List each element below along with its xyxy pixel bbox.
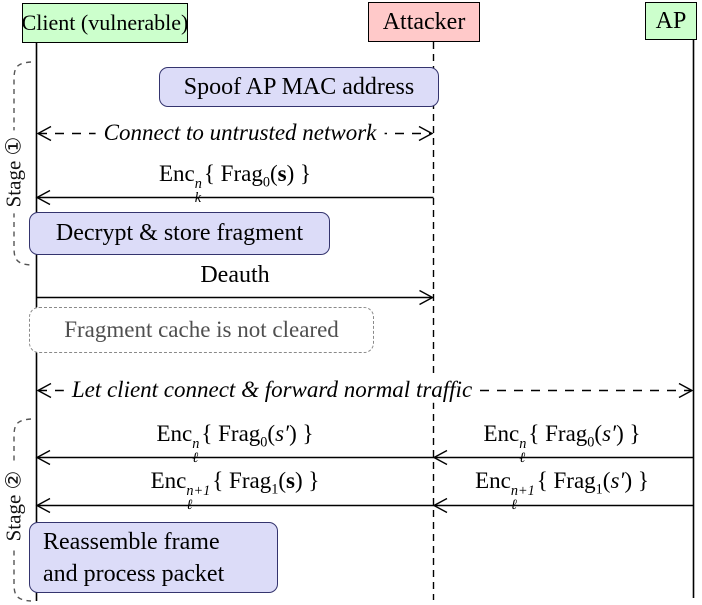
- stage2-label: Stage ②: [1, 464, 27, 548]
- label-connect: Connect to untrusted network: [95, 119, 385, 147]
- note-reassemble-line2: and process packet: [43, 560, 225, 587]
- note-reassemble-line1: Reassemble frame: [43, 528, 220, 555]
- arrow-deauth: [36, 289, 434, 306]
- note-reassemble: Reassemble frame and process packet: [29, 522, 278, 593]
- note-decrypt-store: Decrypt & store fragment: [29, 212, 330, 255]
- stage1-label: Stage ①: [1, 130, 27, 214]
- arrow-enc-frag0-s: [35, 189, 434, 206]
- label-deauth: Deauth: [200, 262, 270, 288]
- label-forward: Let client connect & forward normal traf…: [63, 376, 481, 404]
- arrow-frag0-sprime: [35, 449, 693, 466]
- note-fragment-cache: Fragment cache is not cleared: [29, 307, 374, 353]
- stage1-bracket: [13, 61, 32, 266]
- actor-client: Client (vulnerable): [22, 3, 188, 43]
- note-spoof-ap-mac: Spoof AP MAC address: [159, 67, 439, 107]
- actor-attacker: Attacker: [368, 2, 480, 42]
- actor-ap: AP: [645, 2, 697, 40]
- arrow-frag1: [35, 497, 693, 514]
- stage2-bracket: [13, 418, 32, 602]
